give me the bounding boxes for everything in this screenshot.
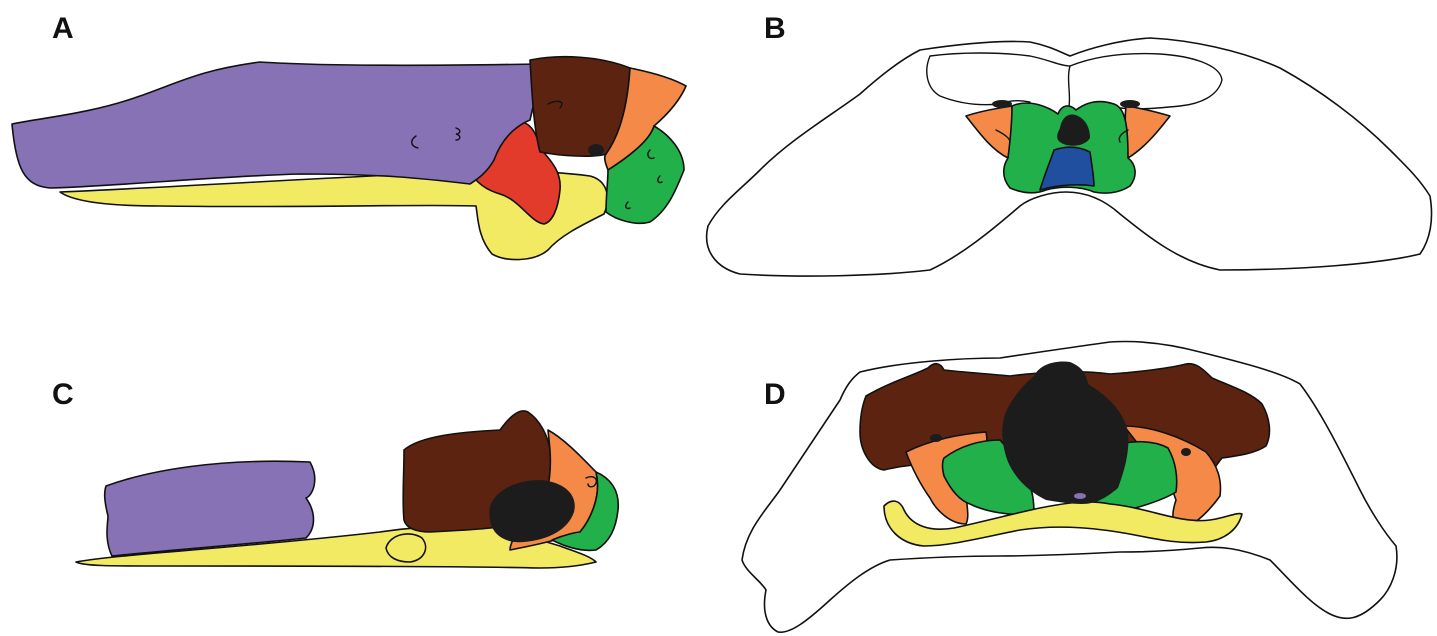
panel-label-a: A — [52, 12, 74, 45]
panel-b: B — [707, 12, 1432, 276]
panel-a-purple-region — [12, 62, 540, 188]
panel-c-yellow-knob — [386, 534, 426, 562]
panel-b-black-dot-left — [992, 100, 1012, 108]
panel-label-d: D — [764, 378, 786, 411]
panel-d-purple-dot — [1074, 493, 1086, 499]
panel-b-black-dot-right — [1120, 100, 1140, 108]
panel-a: A — [12, 12, 686, 260]
panel-d-black-dot-left — [930, 434, 942, 442]
panel-label-c: C — [52, 378, 74, 411]
panel-a-black-spot — [588, 144, 604, 156]
panel-d-black-dot-right — [1181, 448, 1191, 456]
panel-label-b: B — [764, 12, 786, 45]
panel-d: D — [742, 341, 1397, 632]
panel-c: C — [52, 378, 618, 568]
